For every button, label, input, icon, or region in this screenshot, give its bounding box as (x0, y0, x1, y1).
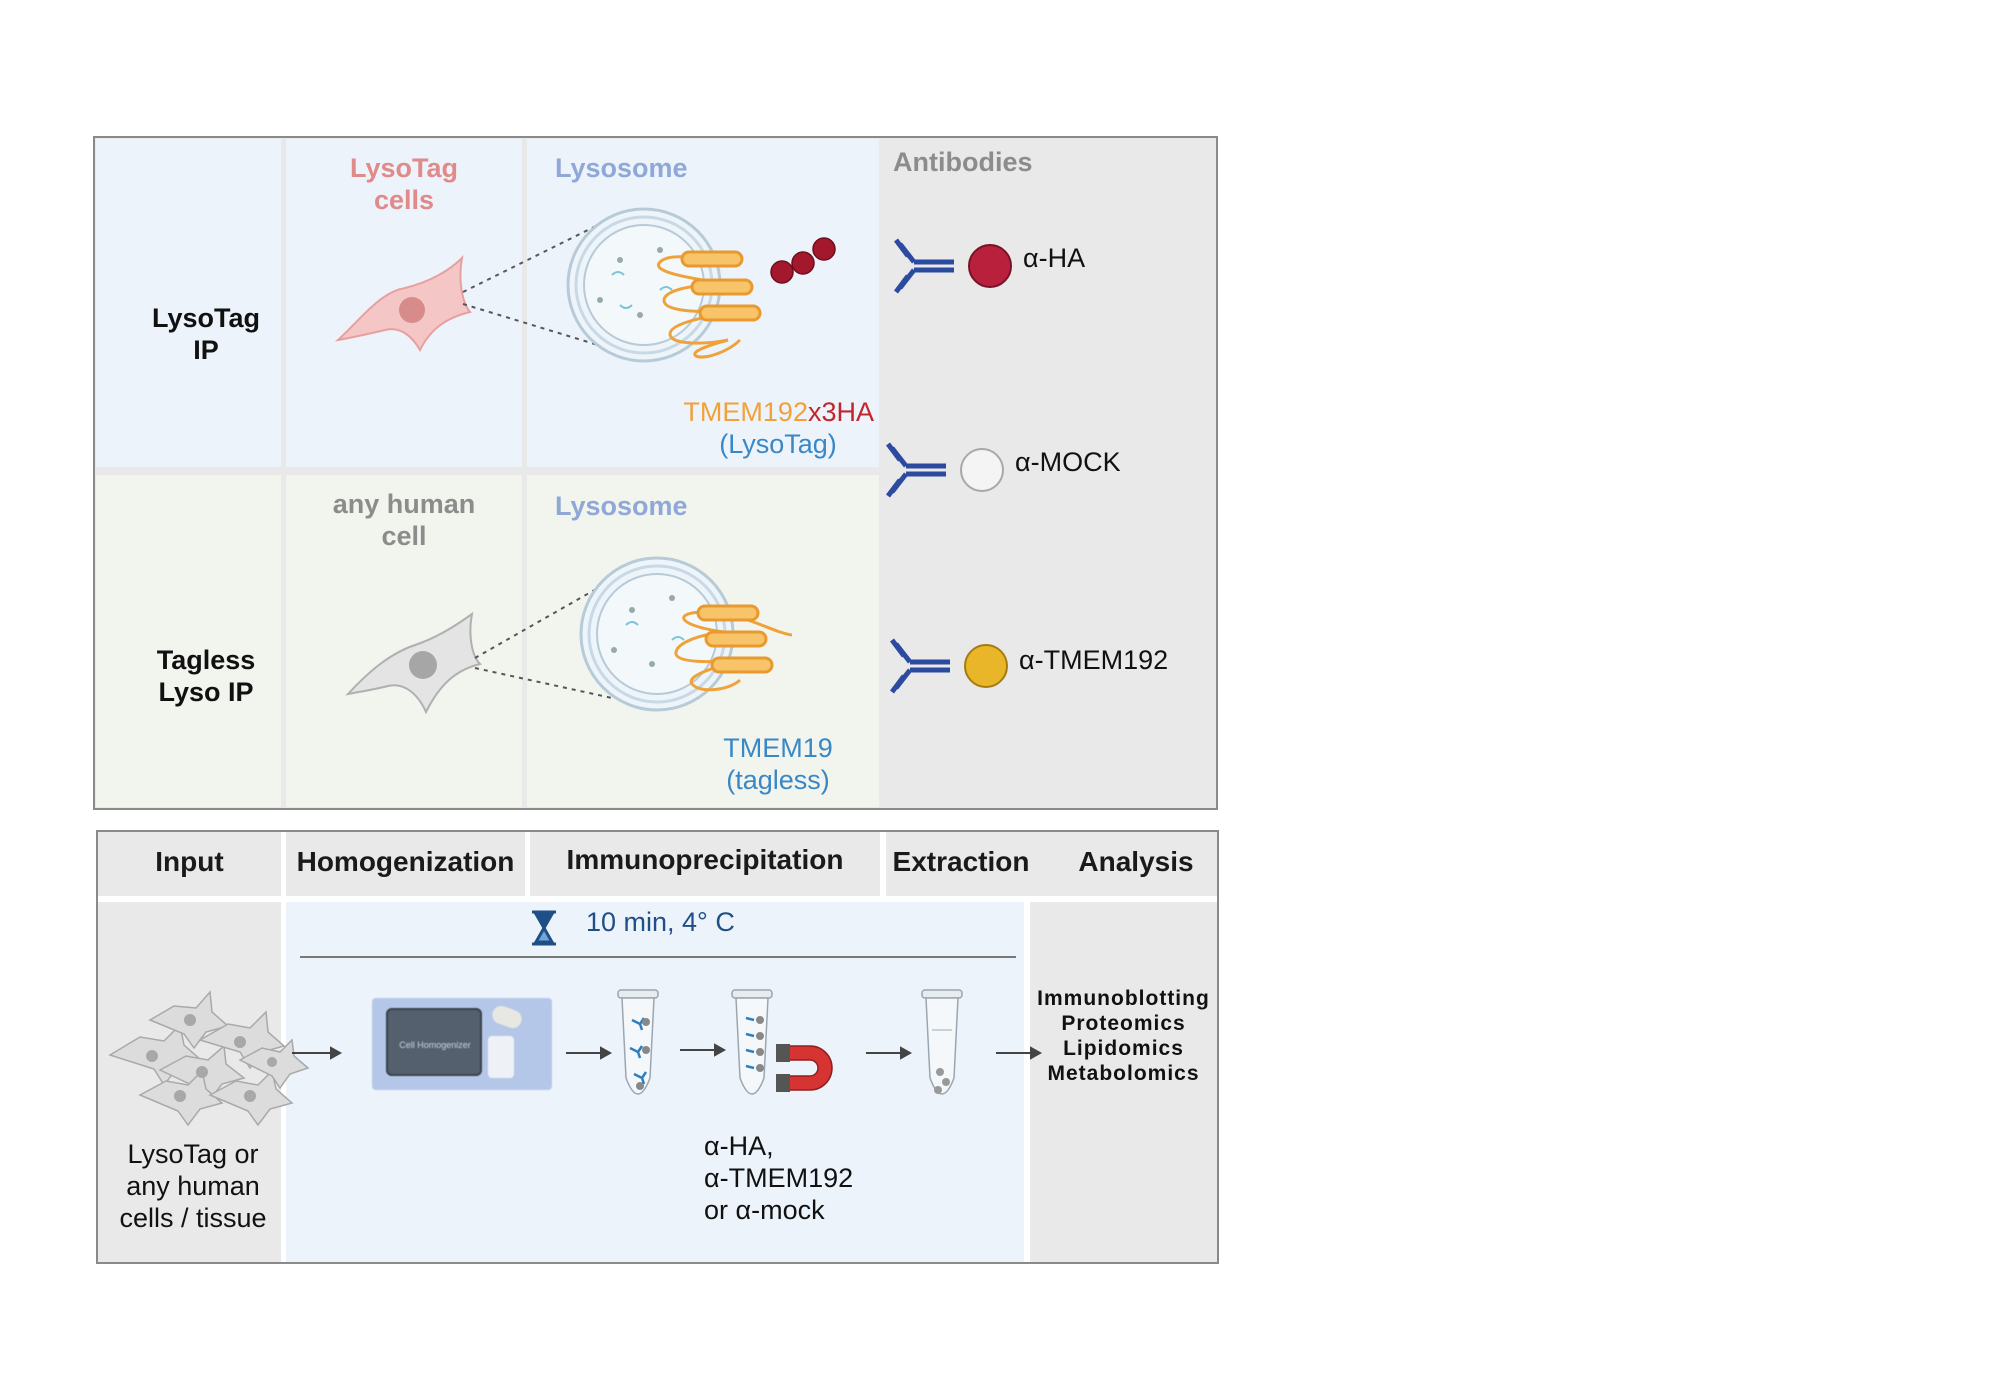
time-note: 10 min, 4° C (586, 907, 735, 937)
header-homogenization: Homogenization (296, 846, 515, 877)
row1-protein-note: TMEM192x3HA (683, 396, 874, 428)
top-panel-border (93, 136, 1218, 810)
row2-label-line2: Lyso IP (158, 677, 254, 707)
lysotag-cell-icon (334, 255, 472, 353)
tmem192-protein (656, 250, 762, 359)
input-caption-line3: cells / tissue (119, 1203, 267, 1233)
ip-caption-line3: or α-mock (704, 1195, 825, 1225)
input-caption-line2: any human (126, 1171, 260, 1201)
tube-icon-2 (731, 989, 773, 1095)
tmem192-name: TMEM192 (683, 397, 808, 427)
ip-caption: α-HA, α-TMEM192 or α-mock (704, 1130, 853, 1226)
header-immunoprecipitation: Immunoprecipitation (566, 844, 844, 875)
row2-protein-name: TMEM19 (723, 733, 833, 763)
bottom-panel: Input Homogenization Immunoprecipitation… (96, 830, 1219, 1264)
homogenizer-device (386, 1008, 482, 1076)
analysis-body-cell (1030, 902, 1217, 1262)
row2-label-cell (96, 475, 281, 807)
ip-caption-line1: α-HA, (704, 1131, 774, 1161)
human-cell-icon (345, 611, 482, 715)
ha-tag-beads (770, 237, 836, 284)
row1-label-cell (96, 139, 281, 467)
row2-lysosome-title: Lysosome (555, 491, 688, 521)
row2-cell-title-line1: any human (332, 489, 476, 519)
header-extraction-cell (886, 832, 1217, 896)
header-analysis: Analysis (1078, 846, 1194, 877)
analysis-item-immunoblotting: Immunoblotting (1037, 987, 1210, 1010)
input-caption: LysoTag or any human cells / tissue (98, 1138, 288, 1234)
analysis-item-metabolomics: Metabolomics (1047, 1062, 1200, 1085)
row1-label-line2: IP (193, 335, 219, 365)
row2-cell-title-line2: cell (381, 521, 427, 551)
homogenizer-tube (488, 1036, 514, 1078)
tube-icon-1 (617, 989, 659, 1095)
row1-label: LysoTag IP (96, 302, 316, 366)
row1-cell-title-line1: LysoTag (349, 153, 458, 183)
ip-caption-line2: α-TMEM192 (704, 1163, 854, 1193)
antibody-label-ha: α-HA (1023, 243, 1086, 273)
header-homogenization-cell (286, 832, 525, 896)
cell-nuclei (146, 1014, 277, 1102)
flow-arrows (292, 1043, 1043, 1060)
header-input-cell (98, 832, 281, 896)
header-extraction: Extraction (892, 846, 1030, 877)
zoom-line (474, 583, 606, 659)
analysis-item-proteomics: Proteomics (1061, 1012, 1186, 1035)
zoom-line (462, 224, 599, 293)
cells-cluster-icon (108, 990, 310, 1127)
antibody-label-tmem192: α-TMEM192 (1019, 645, 1169, 675)
analysis-item-lipidomics: Lipidomics (1063, 1037, 1184, 1060)
row1-protein-sub: (LysoTag) (719, 429, 837, 459)
tmem19-protein (674, 604, 793, 692)
magnet-icon (776, 1044, 833, 1092)
header-ip-cell (530, 832, 880, 896)
hourglass-icon (532, 910, 556, 946)
antibody-mock-icon (886, 442, 1004, 498)
lysosome-icon-2 (579, 556, 735, 712)
row2-protein-sub: (tagless) (726, 765, 830, 795)
row1-lysosome-title: Lysosome (555, 153, 688, 183)
homogenizer-photo: Cell Homogenizer (372, 998, 552, 1090)
antibody-label-mock: α-MOCK (1015, 447, 1121, 477)
row1-cell-title-line2: cells (373, 185, 435, 215)
bottom-panel-border (96, 830, 1219, 1264)
homogenizer-label: Cell Homogenizer (399, 1040, 471, 1050)
row1-cell-title: LysoTag cells (286, 152, 522, 216)
tube-icon-3 (921, 989, 963, 1095)
analysis-list: Immunoblotting Proteomics Lipidomics Met… (1030, 986, 1217, 1086)
antibody-tmem192-icon (890, 638, 1008, 694)
antibody-ha-icon (894, 238, 1012, 294)
ha-tag-name: x3HA (807, 397, 874, 427)
zoom-line (462, 303, 599, 346)
header-input: Input (155, 846, 224, 877)
row2-label-line1: Tagless (156, 645, 256, 675)
row2-label: Tagless Lyso IP (96, 644, 316, 708)
input-caption-line1: LysoTag or (127, 1139, 259, 1169)
row2-cell-image-cell (286, 475, 522, 807)
antibodies-title: Antibodies (893, 147, 1033, 177)
row1-label-line1: LysoTag (151, 303, 260, 333)
row2-cell-title: any human cell (286, 488, 522, 552)
